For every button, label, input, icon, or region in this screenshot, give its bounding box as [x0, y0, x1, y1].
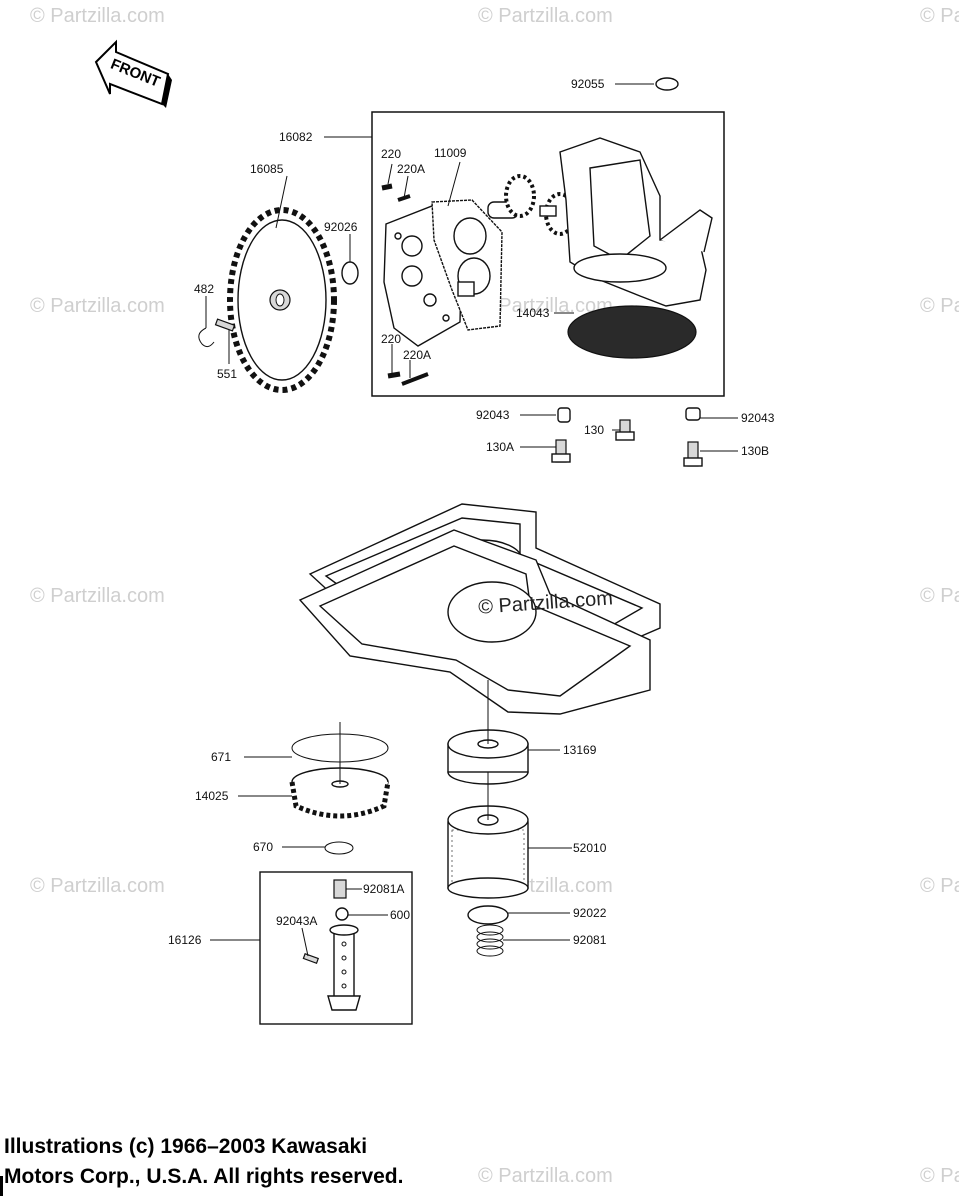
washer	[655, 77, 679, 91]
oil-pump-gear	[227, 207, 337, 393]
part-number-label: 671	[211, 750, 231, 764]
part-number-label: 92022	[573, 906, 607, 920]
copyright-line: Motors Corp., U.S.A. All rights reserved…	[4, 1165, 404, 1188]
part-number-label: 670	[253, 840, 273, 854]
part-number-label: 14043	[516, 306, 550, 320]
leader-lines	[205, 83, 738, 957]
oil-pump-body	[559, 137, 713, 307]
oil-strainer	[567, 305, 697, 359]
part-number-label: 220	[381, 332, 401, 346]
pump-gasket	[431, 199, 503, 331]
part-number-label: 16126	[168, 933, 202, 947]
part-number-label: 52010	[573, 841, 607, 855]
part-number-label: 92081	[573, 933, 607, 947]
part-number-label: 16085	[250, 162, 284, 176]
oil-pan	[298, 529, 651, 715]
spring	[333, 879, 347, 899]
watermark: © Partzilla.com	[920, 875, 959, 897]
part-number-label: 130	[584, 423, 604, 437]
pin	[214, 318, 236, 332]
part-number-label: 92043	[741, 411, 775, 425]
watermark: © Partzilla.com	[30, 5, 165, 27]
edge-mark	[0, 1176, 3, 1196]
relief-valve-box	[259, 871, 413, 1025]
watermark: © Partzilla.com	[30, 585, 165, 607]
part-number-label: 130B	[741, 444, 769, 458]
part-number-label: 13169	[563, 743, 597, 757]
watermark: © Partzilla.com	[478, 1165, 613, 1187]
copyright-notice: Illustrations (c) 1966–2003 Kawasaki Mot…	[4, 1132, 403, 1192]
bolt	[551, 407, 703, 467]
watermark: © Partzilla.com	[478, 295, 613, 317]
part-number-label: 92081A	[363, 882, 404, 896]
part-number-label: 11009	[434, 146, 467, 160]
part-number-label: 220A	[397, 162, 425, 176]
oil-filter-element	[447, 805, 529, 899]
ball	[335, 907, 349, 921]
part-number-label: 92043A	[276, 914, 317, 928]
part-number-label: 220A	[403, 348, 431, 362]
relief-valve	[327, 924, 361, 1011]
pin	[302, 952, 320, 964]
watermark: © Partzilla.com	[478, 5, 613, 27]
o-ring	[324, 841, 354, 855]
part-number-label: 600	[390, 908, 410, 922]
watermark: © Partzilla.com	[920, 585, 959, 607]
spring	[476, 924, 504, 957]
part-number-label: 482	[194, 282, 214, 296]
oil-pump-assembly-box	[371, 111, 725, 397]
part-number-label: 92043	[476, 408, 510, 422]
watermarks: © Partzilla.com © Partzilla.com © Partzi…	[30, 5, 959, 1187]
washer	[467, 905, 509, 925]
watermark: © Partzilla.com	[30, 295, 165, 317]
part-number-label: 551	[217, 367, 237, 381]
part-number-label: 16082	[279, 130, 313, 144]
part-number-label: 92055	[571, 77, 605, 91]
watermark: © Partzilla.com	[920, 5, 959, 27]
part-number-label: 14025	[195, 789, 229, 803]
pump-rotor-gears	[487, 174, 576, 236]
part-number-label: 130A	[486, 440, 514, 454]
front-arrow-icon: FRONT	[94, 39, 172, 108]
copyright-line: Illustrations (c) 1966–2003 Kawasaki	[4, 1135, 368, 1158]
watermark: © Partzilla.com	[30, 875, 165, 897]
callout-labels: 92055 16082 220 220A 11009 16085 92026 4…	[168, 77, 775, 947]
part-number-label: 220	[381, 147, 401, 161]
washer	[341, 261, 359, 285]
part-number-label: 92026	[324, 220, 358, 234]
screw	[381, 183, 429, 386]
circlip	[198, 327, 215, 348]
watermark: © Partzilla.com	[920, 295, 959, 317]
watermark: © Partzilla.com	[920, 1165, 959, 1187]
